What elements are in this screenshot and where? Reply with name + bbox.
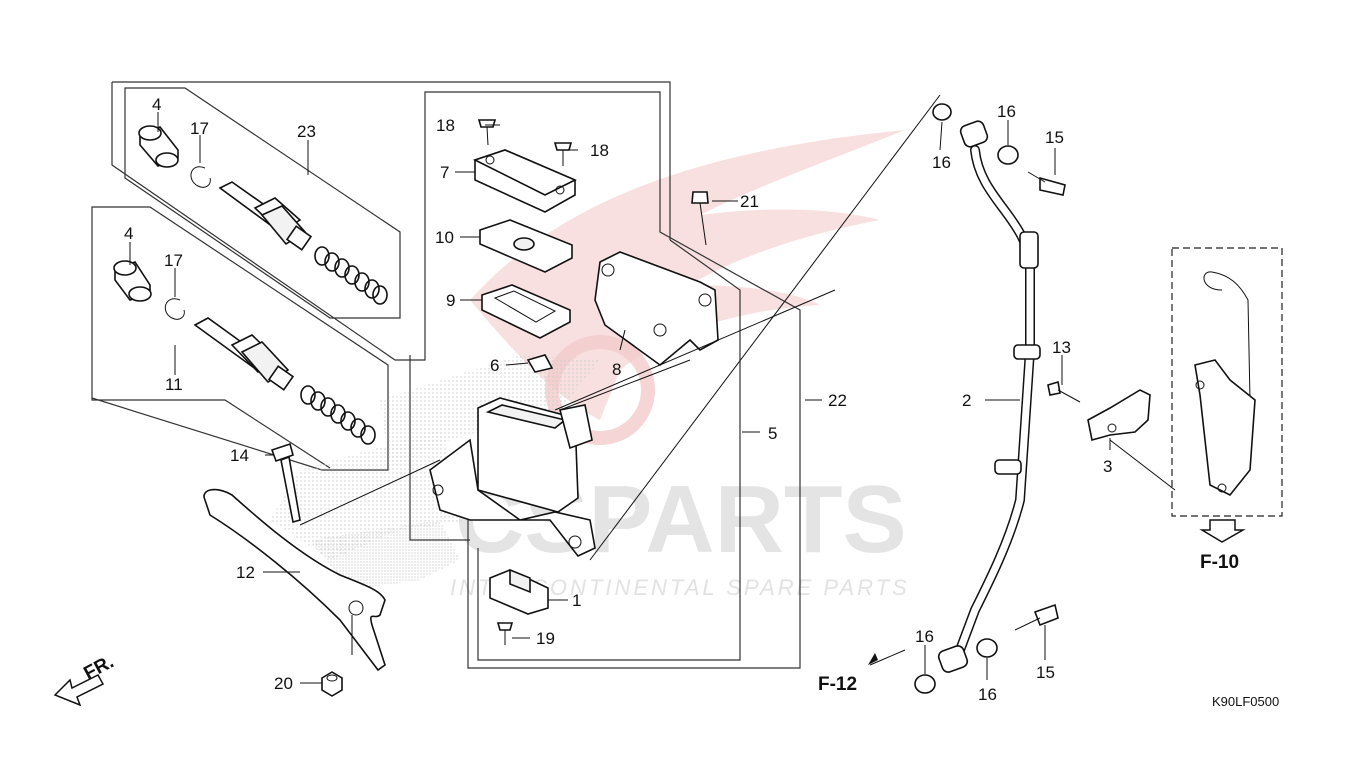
callout-15-upper: 15 — [1045, 128, 1064, 147]
callout-2: 2 — [962, 391, 971, 410]
callout-17-upper: 17 — [190, 119, 209, 138]
part-master-cylinder — [429, 397, 596, 557]
callout-5: 5 — [768, 424, 777, 443]
callout-4-lower: 4 — [124, 224, 133, 243]
part-nut — [321, 671, 343, 697]
callout-16-c: 16 — [915, 627, 934, 646]
down-arrow-icon — [1199, 519, 1246, 543]
part-bolt-21 — [691, 191, 709, 246]
diagram-code: K90LF0500 — [1212, 694, 1279, 709]
leader-lines — [129, 94, 1176, 684]
part-circlip-lower — [164, 298, 185, 320]
part-screw-18b — [553, 142, 573, 166]
callout-18-upper: 18 — [436, 116, 455, 135]
callout-14: 14 — [230, 446, 249, 465]
callout-13: 13 — [1052, 338, 1071, 357]
callout-23: 23 — [297, 122, 316, 141]
part-banjo-lower — [914, 638, 998, 694]
callout-21: 21 — [740, 192, 759, 211]
part-banjo-bolt-upper — [1027, 171, 1066, 196]
callout-11: 11 — [165, 375, 183, 394]
callout-1: 1 — [572, 591, 581, 610]
callout-18-lower: 18 — [590, 141, 609, 160]
kit-box-11 — [91, 206, 389, 471]
callout-9: 9 — [446, 291, 455, 310]
callout-8: 8 — [612, 360, 621, 379]
callout-10: 10 — [435, 228, 454, 247]
callout-16-a: 16 — [997, 102, 1016, 121]
part-piston-upper — [218, 181, 313, 251]
part-spring-lower — [300, 385, 376, 445]
part-brake-hose — [955, 145, 1041, 655]
part-circlip-upper — [190, 166, 211, 188]
bracket-box-f10 — [1171, 247, 1283, 517]
reference-f12: F-12 — [818, 674, 857, 695]
part-reservoir-cap — [472, 149, 577, 213]
part-pivot-bolt — [270, 442, 301, 524]
part-boot-upper — [138, 125, 179, 168]
callout-7: 7 — [440, 163, 449, 182]
assembly-box-5 — [477, 239, 741, 661]
arrow-f12-icon — [868, 653, 878, 665]
callout-16-d: 16 — [978, 685, 997, 704]
callout-17-lower: 17 — [164, 251, 183, 270]
front-arrow-icon — [53, 674, 105, 707]
part-screw-18a — [477, 119, 497, 146]
kit-box-11-outer — [91, 398, 331, 469]
group-boxes — [91, 81, 1283, 669]
callout-20: 20 — [274, 674, 293, 693]
callout-19: 19 — [536, 629, 555, 648]
part-hose-guide — [1087, 389, 1151, 442]
front-label: FR. — [80, 652, 117, 685]
part-piston-lower — [193, 317, 295, 391]
callout-6: 6 — [490, 356, 499, 375]
part-screw-19 — [496, 622, 514, 645]
part-brake-lever — [203, 488, 386, 672]
callout-3: 3 — [1103, 457, 1112, 476]
reference-f10: F-10 — [1200, 552, 1239, 573]
outer-box-a — [111, 82, 801, 669]
part-banjo-bolt-lower — [1014, 603, 1059, 631]
part-stop-switch — [489, 568, 549, 615]
part-boot-lower — [113, 260, 152, 302]
kit-box-23 — [124, 87, 401, 319]
part-bracket-f10 — [1194, 271, 1256, 497]
callouts: 4 17 23 4 17 11 18 18 7 10 9 6 8 21 5 22… — [124, 95, 1112, 704]
callout-4-upper: 4 — [152, 95, 161, 114]
part-diaphragm-plate — [479, 219, 573, 273]
callout-16-b: 16 — [932, 153, 951, 172]
outer-box-b — [112, 81, 671, 240]
callout-12: 12 — [236, 563, 255, 582]
callout-22: 22 — [828, 391, 847, 410]
part-banjo-upper — [932, 103, 1019, 165]
part-holder — [594, 251, 719, 367]
part-diaphragm — [481, 284, 571, 339]
part-float — [526, 354, 554, 373]
part-bolt-13 — [1047, 380, 1081, 403]
callout-15-lower: 15 — [1036, 663, 1055, 682]
part-spring-upper — [314, 246, 388, 305]
